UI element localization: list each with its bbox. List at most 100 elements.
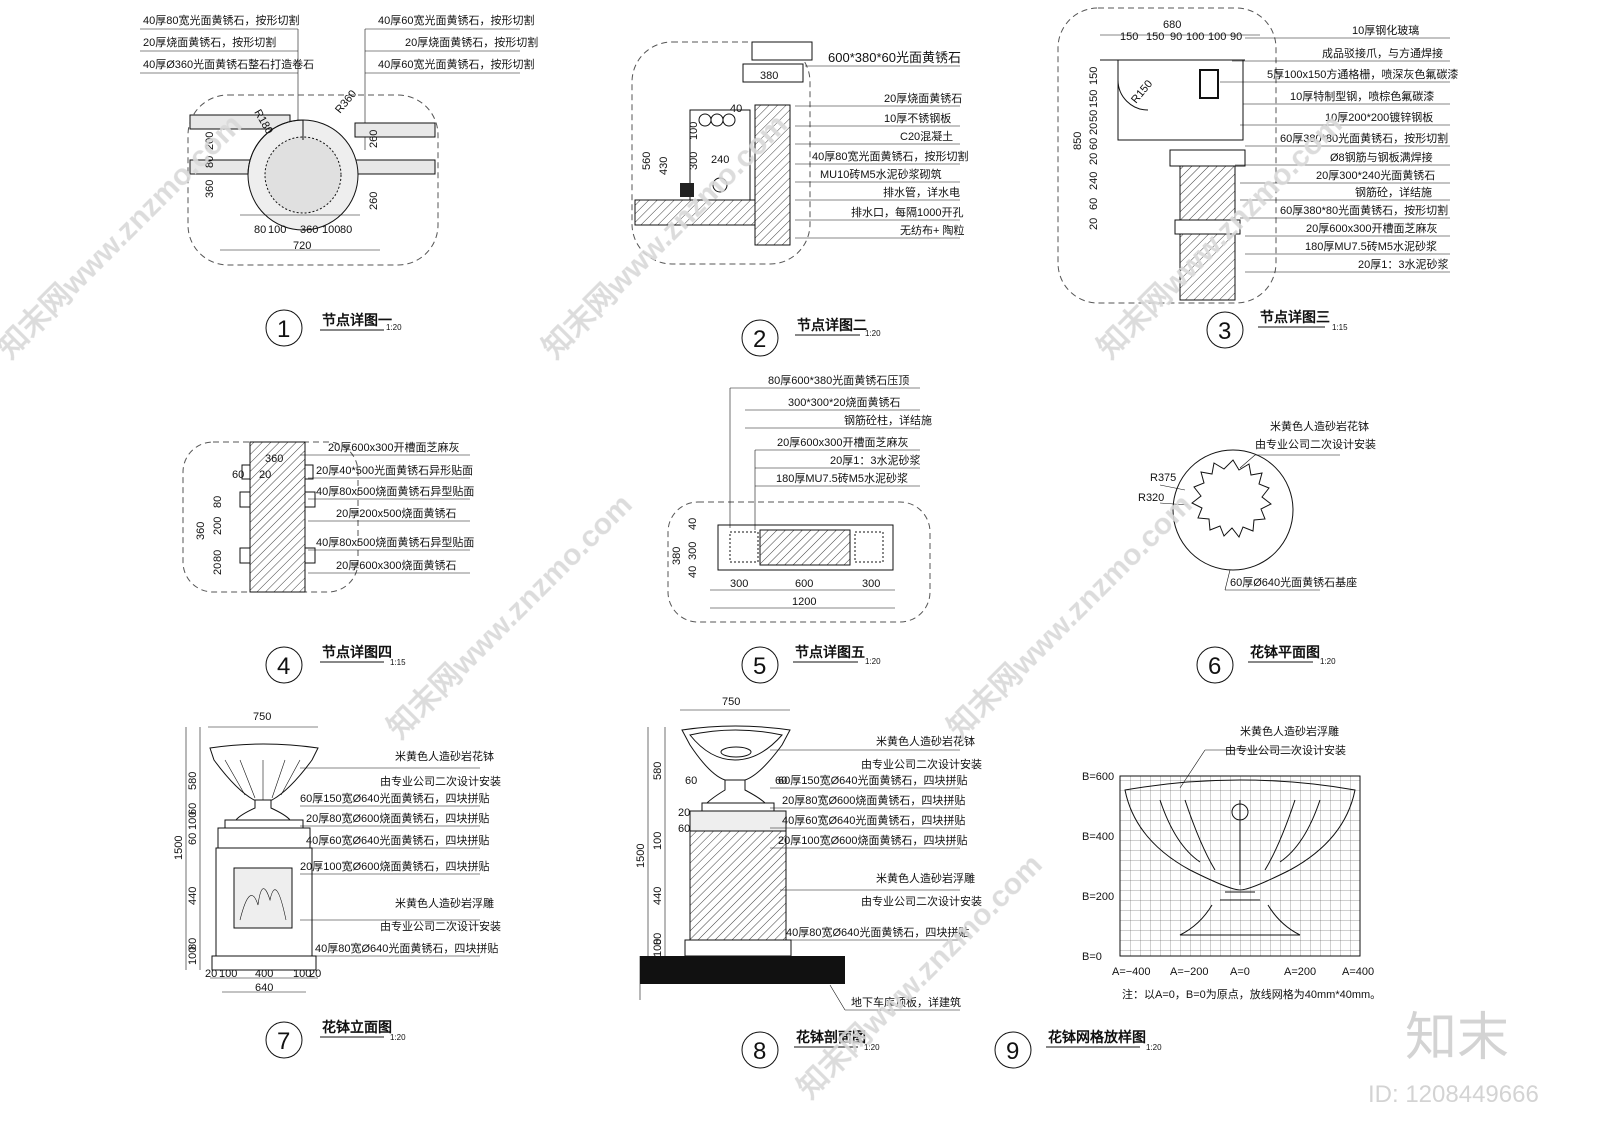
d1-dim-v200: 200 bbox=[204, 132, 216, 150]
d3-note-10: 60厚380*80光面黄锈石，按形切割 bbox=[1280, 203, 1448, 217]
d1-note-r2: 20厚烧面黄锈石，按形切割 bbox=[405, 35, 538, 49]
detail-2: 380 40 100 300 240 560 430 600*380*60光面黄… bbox=[631, 41, 968, 357]
d2-number-circle bbox=[741, 319, 779, 357]
d9-b400: B=400 bbox=[1082, 831, 1114, 843]
d1-note-1: 40厚80宽光面黄锈石，按形切割 bbox=[143, 13, 299, 27]
d3-number-circle bbox=[1206, 311, 1244, 349]
d1-note-2: 20厚烧面黄锈石，按形切割 bbox=[143, 35, 276, 49]
detail-4: 360 80 200 80 20 60 20 360 20厚600x300开槽面… bbox=[182, 440, 474, 684]
watermark-1: 知末网www.znzmo.com bbox=[0, 108, 249, 365]
d4-dim-80a: 80 bbox=[212, 496, 224, 508]
d2-note-8: 排水口，每隔1000开孔 bbox=[851, 205, 963, 219]
d2-note-4: C20混凝土 bbox=[900, 129, 953, 143]
d7-dim-750: 750 bbox=[253, 711, 271, 723]
d9-a400: A=400 bbox=[1342, 966, 1374, 978]
d9-a0: A=0 bbox=[1230, 966, 1250, 978]
d2-dim-430: 430 bbox=[658, 157, 670, 175]
d7-notes: 米黄色人造砂岩花钵 由专业公司二次设计安装 60厚150宽Ø640光面黄锈石，四… bbox=[300, 749, 501, 957]
d5-note-3: 钢筋砼柱，详结施 bbox=[844, 413, 932, 427]
d7-dim-60b: 60 bbox=[187, 803, 199, 815]
d1-number: 1 bbox=[277, 316, 290, 343]
d4-note-3: 40厚80x500烧面黄锈石异型贴面 bbox=[316, 484, 474, 498]
d8-title: 花钵剖面图 bbox=[796, 1029, 866, 1045]
d6-number-circle bbox=[1196, 646, 1234, 684]
d3-dim-680: 680 bbox=[1163, 19, 1181, 31]
watermark-4: 知末网www.znzmo.com bbox=[382, 488, 639, 745]
d6-title: 花钵平面图 bbox=[1250, 644, 1320, 660]
d7-dim-20b: 20 bbox=[309, 968, 321, 980]
d3-dim-60b: 60 bbox=[1088, 138, 1100, 150]
d4-note-2: 20厚40*500光面黄锈石异形贴面 bbox=[316, 463, 473, 477]
d9-b600: B=600 bbox=[1082, 771, 1114, 783]
d9-a200: A=200 bbox=[1284, 966, 1316, 978]
d8-note-8: 由专业公司二次设计安装 bbox=[861, 894, 982, 908]
d2-title: 节点详图二 bbox=[797, 317, 867, 333]
d8-note-3: 60厚150宽Ø640光面黄锈石，四块拼贴 bbox=[778, 773, 968, 787]
d3-title: 节点详图三 bbox=[1260, 309, 1330, 325]
d9-b0: B=0 bbox=[1082, 951, 1102, 963]
d2-notes: 600*380*60光面黄锈石 20厚烧面黄锈石 10厚不锈钢板 C20混凝土 … bbox=[795, 50, 968, 239]
d3-note-5: 10厚200*200镀锌钢板 bbox=[1325, 110, 1433, 124]
d1-dim-v80: 80 bbox=[204, 156, 216, 168]
d3-note-9: 钢筋砼，详结施 bbox=[1355, 185, 1432, 199]
d4-dim-80b: 80 bbox=[212, 550, 224, 562]
d8-scale: 1:20 bbox=[864, 1043, 880, 1052]
detail-5: 380 40 300 40 300 600 300 1200 80厚600*38… bbox=[667, 373, 932, 684]
d8-note-2: 由专业公司二次设计安装 bbox=[861, 757, 982, 771]
d5-dim-300b: 300 bbox=[862, 578, 880, 590]
d5-scale: 1:20 bbox=[865, 657, 881, 666]
d4-scale: 1:15 bbox=[390, 658, 406, 667]
d7-dim-20a: 20 bbox=[205, 968, 217, 980]
d4-note-6: 20厚600x300烧面黄锈石 bbox=[336, 558, 456, 572]
d5-dim-40b: 40 bbox=[687, 566, 699, 578]
d8-dim-1500: 1500 bbox=[635, 844, 647, 868]
d3-scale: 1:15 bbox=[1332, 323, 1348, 332]
d6-note-2: 由专业公司二次设计安装 bbox=[1255, 437, 1376, 451]
d3-notes: 10厚钢化玻璃 成品驳接爪，与方通焊接 5厚100x150方通格栅，喷深灰色氟碳… bbox=[1220, 23, 1458, 273]
d6-dim-r320: R320 bbox=[1138, 492, 1164, 504]
d8-dim-440: 440 bbox=[652, 887, 664, 905]
d3-dim-850: 850 bbox=[1072, 132, 1084, 150]
d5-notes: 80厚600*380光面黄锈石压顶 300*300*20烧面黄锈石 钢筋砼柱，详… bbox=[729, 373, 932, 530]
d3-dim-90a: 90 bbox=[1170, 31, 1182, 43]
d7-dim-100b: 100 bbox=[187, 947, 199, 965]
d7-dim-440: 440 bbox=[187, 887, 199, 905]
d2-note-7: 排水管，详水电 bbox=[883, 185, 960, 199]
d3-dim-240: 240 bbox=[1088, 172, 1100, 190]
d8-note-4: 20厚80宽Ø600烧面黄锈石，四块拼贴 bbox=[782, 793, 965, 807]
d9-footnote: 注：以A=0，B=0为原点，放线网格为40mm*40mm。 bbox=[1122, 987, 1381, 1001]
watermark-logo: 知末 bbox=[1405, 1009, 1509, 1067]
d9-number-circle bbox=[994, 1031, 1032, 1069]
d5-dim-40a: 40 bbox=[687, 518, 699, 530]
d5-dim-600: 600 bbox=[795, 578, 813, 590]
d7-dim-100: 100 bbox=[187, 812, 199, 830]
d1-dim-v260b: 260 bbox=[368, 192, 380, 210]
d8-dim-100b: 100 bbox=[652, 939, 664, 957]
d7-number: 7 bbox=[277, 1028, 290, 1055]
d3-dim-90b: 90 bbox=[1230, 31, 1242, 43]
d4-dim-20b: 20 bbox=[259, 469, 271, 481]
d1-number-circle bbox=[265, 309, 303, 347]
d4-title: 节点详图四 bbox=[322, 644, 392, 660]
d5-dim-1200: 1200 bbox=[792, 596, 816, 608]
d8-dim-20a: 20 bbox=[678, 807, 690, 819]
d8-number-circle bbox=[741, 1031, 779, 1069]
d3-dim-100a: 100 bbox=[1186, 31, 1204, 43]
d7-note-6: 20厚100宽Ø600烧面黄锈石，四块拼贴 bbox=[300, 859, 490, 873]
d9-b200: B=200 bbox=[1082, 891, 1114, 903]
d2-dim-560: 560 bbox=[641, 152, 653, 170]
d3-note-13: 20厚1：3水泥砂浆 bbox=[1358, 257, 1448, 271]
d8-dim-80: 80 bbox=[652, 933, 664, 945]
d1-dim-80b: 80 bbox=[340, 224, 352, 236]
d3-dim-20: 20 bbox=[1088, 218, 1100, 230]
d9-note-2: 由专业公司二次设计安装 bbox=[1225, 743, 1346, 757]
d5-note-1: 80厚600*380光面黄锈石压顶 bbox=[768, 373, 909, 387]
d7-note-2: 由专业公司二次设计安装 bbox=[380, 774, 501, 788]
d8-dim-60a: 60 bbox=[685, 775, 697, 787]
d1-dim-v360: 360 bbox=[204, 180, 216, 198]
d5-note-2: 300*300*20烧面黄锈石 bbox=[788, 395, 901, 409]
detail-6: 米黄色人造砂岩花钵 由专业公司二次设计安装 60厚Ø640光面黄锈石基座 R37… bbox=[1138, 419, 1376, 684]
d5-note-6: 180厚MU7.5砖M5水泥砂浆 bbox=[776, 471, 908, 485]
d3-number: 3 bbox=[1218, 318, 1231, 345]
